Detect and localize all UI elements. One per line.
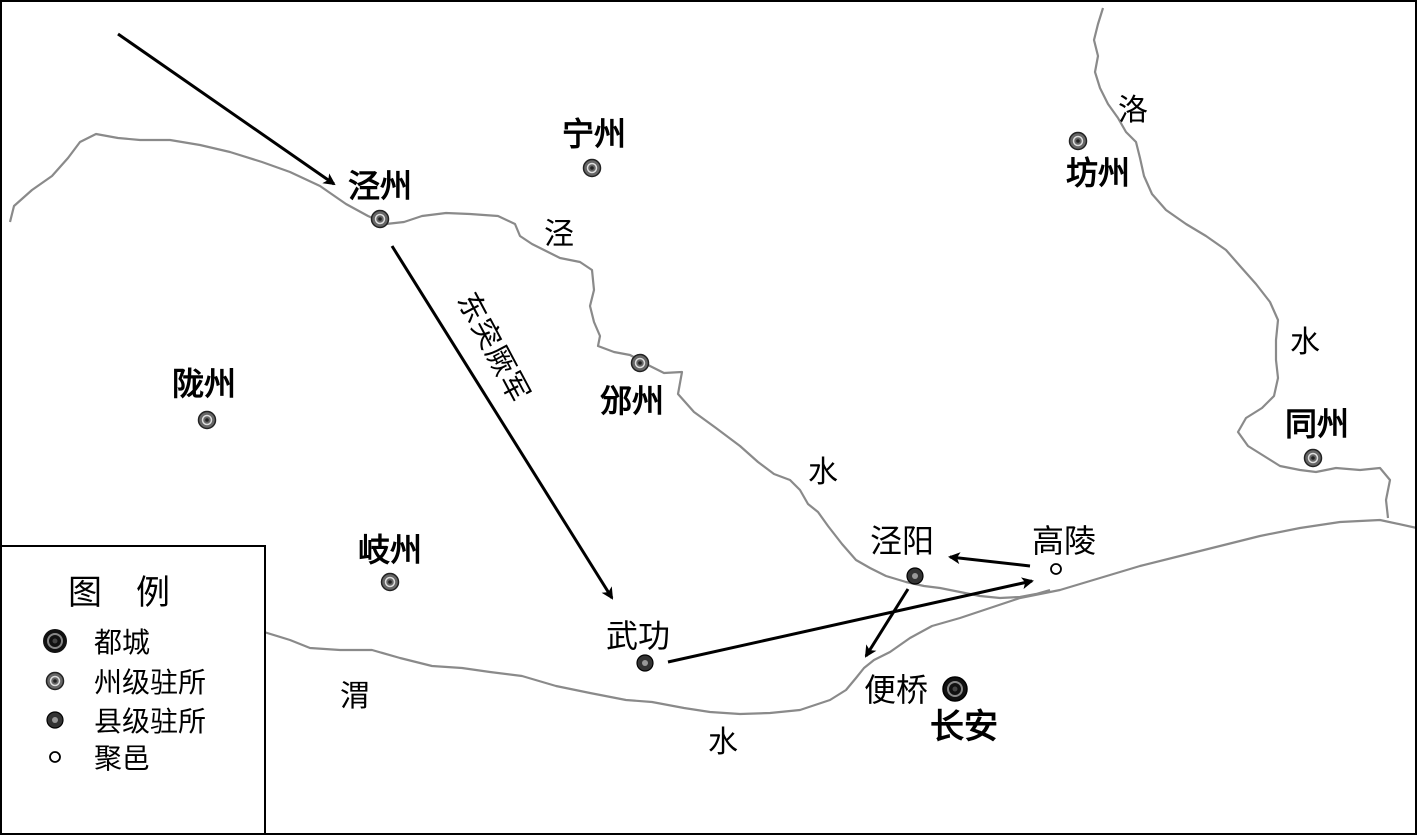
jingyang-label: 泾阳 — [870, 522, 935, 560]
legend-row-capital: 都城 — [38, 623, 150, 659]
jing-river-label-1: 泾 — [544, 217, 574, 252]
legend-label-prefecture: 州级驻所 — [94, 666, 207, 699]
prefecture-symbol-icon — [38, 664, 72, 698]
legend-label-capital: 都城 — [94, 626, 151, 659]
route-arrow-to-gaoling — [667, 577, 1034, 664]
ningzhou-label: 宁州 — [562, 115, 627, 153]
binzhou-prefecture-symbol — [630, 353, 650, 373]
legend-title: 图例 — [68, 573, 204, 613]
legend-label-county: 县级驻所 — [94, 705, 207, 738]
changan-label: 长安 — [930, 707, 998, 747]
route-arrow-to-bianqiao — [864, 588, 910, 658]
capital-symbol-icon — [38, 624, 72, 658]
fangzhou-prefecture-symbol — [1068, 131, 1088, 151]
tongzhou-prefecture-symbol — [1303, 448, 1323, 468]
tongzhou-label: 同州 — [1285, 405, 1350, 443]
gaoling-settlement-symbol — [1050, 563, 1062, 575]
jingyang-county-symbol — [906, 567, 924, 585]
wugong-label: 武功 — [606, 617, 671, 655]
fangzhou-label: 坊州 — [1066, 154, 1131, 192]
wei-river — [263, 518, 1417, 716]
route-arrow-to-jingzhou — [117, 32, 336, 186]
luo-river-label-1: 洛 — [1118, 93, 1148, 128]
settlement-symbol-icon — [38, 740, 72, 774]
longzhou-prefecture-symbol — [197, 410, 217, 430]
binzhou-label: 邠州 — [600, 382, 665, 420]
jing-river — [8, 132, 1051, 600]
bianqiao-label: 便桥 — [864, 671, 929, 709]
changan-capital-symbol — [942, 676, 968, 702]
legend: 图例 都城 州级驻所 县级驻所 聚邑 — [0, 545, 266, 835]
legend-row-prefecture: 州级驻所 — [38, 663, 206, 699]
jingzhou-prefecture-symbol — [370, 209, 390, 229]
qizhou-label: 岐州 — [358, 531, 423, 569]
qizhou-prefecture-symbol — [380, 572, 400, 592]
wugong-county-symbol — [636, 654, 654, 672]
gaoling-label: 高陵 — [1032, 522, 1097, 560]
luo-river — [1092, 7, 1392, 519]
county-symbol-icon — [38, 703, 72, 737]
longzhou-label: 陇州 — [172, 365, 237, 403]
ningzhou-prefecture-symbol — [582, 158, 602, 178]
wei-river-label-2: 水 — [708, 725, 738, 760]
jingzhou-label: 泾州 — [348, 167, 413, 205]
jing-river-label-2: 水 — [808, 455, 838, 490]
wei-river-label-1: 渭 — [340, 679, 370, 714]
route-arrow-to-wugong — [390, 245, 614, 600]
route-arrow-to-jingyang — [948, 552, 1031, 568]
legend-label-settlement: 聚邑 — [94, 742, 151, 775]
legend-row-settlement: 聚邑 — [38, 739, 150, 775]
luo-river-label-2: 水 — [1290, 325, 1320, 360]
legend-row-county: 县级驻所 — [38, 702, 206, 738]
